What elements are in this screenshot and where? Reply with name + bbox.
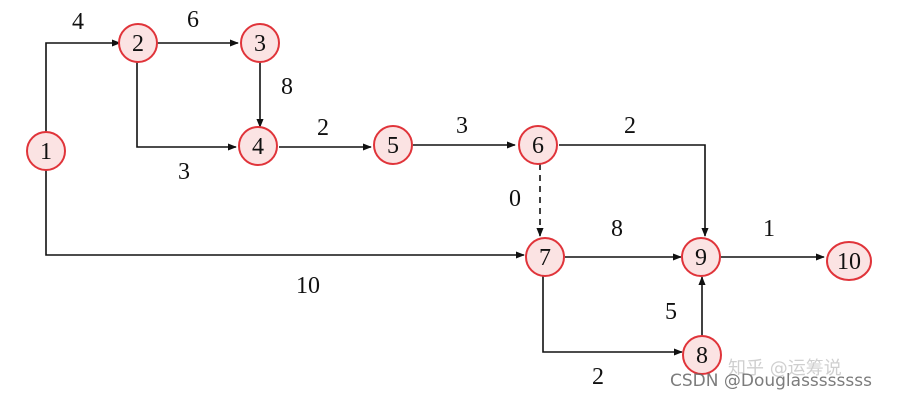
edge-weight-9-10: 1	[763, 216, 775, 242]
edge-2-4	[136, 62, 237, 151]
node-3: 3	[240, 23, 280, 63]
nodes: 1 2 3 4 5 6 7 8	[26, 23, 872, 375]
node-1: 1	[26, 131, 66, 171]
edge-weight-4-5: 2	[317, 115, 329, 141]
edge-weight-7-9: 8	[611, 216, 623, 242]
node-5: 5	[373, 125, 413, 165]
zhihu-watermark: 知乎 @运筹说	[728, 358, 842, 379]
edge-7-8	[542, 275, 683, 356]
edge-weight-8-9: 5	[665, 299, 677, 325]
edge-weight-5-6: 3	[456, 113, 468, 139]
node-2: 2	[118, 23, 158, 63]
node-9: 9	[681, 237, 721, 277]
node-label-7: 7	[539, 245, 551, 271]
node-label-5: 5	[387, 133, 399, 159]
node-8: 8	[682, 335, 722, 375]
node-6: 6	[518, 125, 558, 165]
node-label-2: 2	[132, 31, 144, 57]
edge-1-7	[45, 170, 525, 259]
node-10: 10	[826, 241, 872, 281]
csdn-watermark: CSDN @Douglassssssss	[670, 371, 872, 391]
node-label-10: 10	[837, 249, 861, 275]
node-label-4: 4	[252, 134, 264, 160]
edges: 4 6 8 3 2 3 2 0 10 8 1 2	[45, 7, 825, 390]
edge-weight-1-2: 4	[72, 9, 84, 35]
node-label-9: 9	[695, 245, 707, 271]
node-label-6: 6	[532, 133, 544, 159]
edge-weight-2-3: 6	[187, 7, 199, 33]
edge-weight-6-9: 2	[624, 113, 636, 139]
node-label-8: 8	[696, 343, 708, 369]
node-label-1: 1	[40, 139, 52, 165]
edge-1-2	[45, 39, 121, 132]
edge-weight-6-7: 0	[509, 186, 521, 212]
node-4: 4	[238, 126, 278, 166]
edge-weight-1-7: 10	[296, 273, 320, 299]
edge-weight-2-4: 3	[178, 159, 190, 185]
edge-6-9	[559, 144, 709, 237]
node-7: 7	[525, 237, 565, 277]
edge-weight-3-4: 8	[281, 74, 293, 100]
node-label-3: 3	[254, 31, 266, 57]
edge-weight-7-8: 2	[592, 364, 604, 390]
